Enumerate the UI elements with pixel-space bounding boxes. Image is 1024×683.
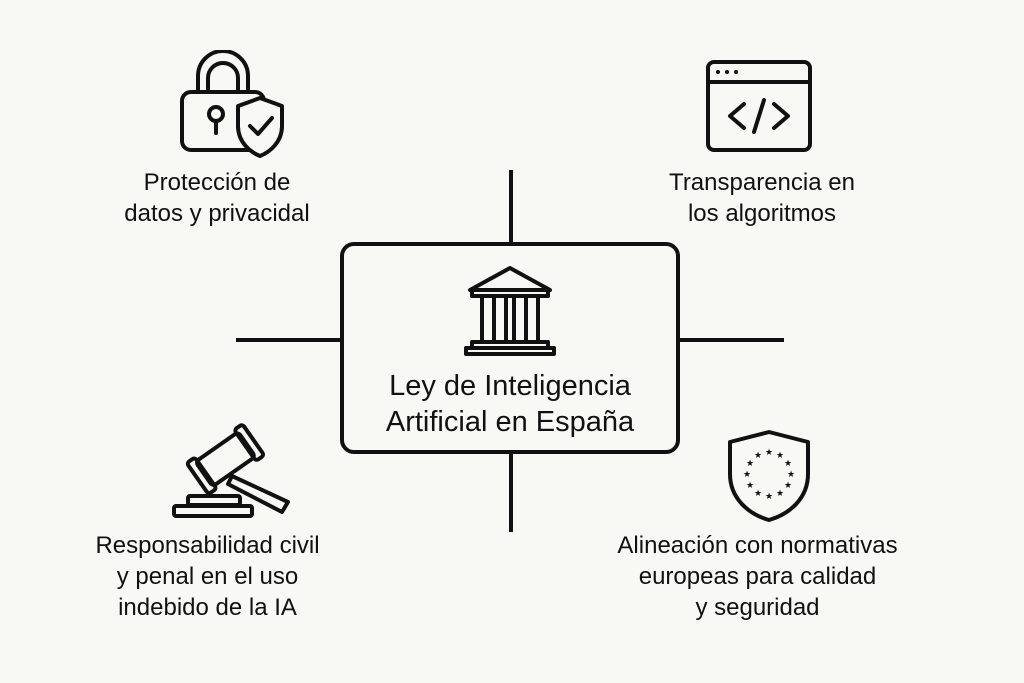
node-liability-line-2: y penal en el uso: [116, 563, 299, 590]
node-data-protection-label: Protección de datos y privacidal: [102, 167, 332, 229]
node-transparency-line-1: Transparencia en: [669, 169, 855, 196]
node-transparency-line-2: los algoritmos: [687, 200, 837, 227]
svg-text:★: ★: [765, 492, 773, 502]
code-window-icon: [704, 58, 814, 156]
center-node-title: Ley de Inteligencia Artificial en España: [340, 368, 680, 440]
node-transparency-label: Transparencia en los algoritmos: [643, 167, 881, 229]
node-eu-alignment-line-3: y seguridad: [695, 594, 820, 621]
node-data-protection-line-1: Protección de: [143, 169, 291, 196]
svg-text:★: ★: [746, 459, 754, 469]
svg-text:★: ★: [754, 489, 762, 499]
connector-left: [236, 338, 342, 342]
lock-shield-icon: [174, 50, 294, 162]
node-liability-label: Responsabilidad civil y penal en el uso …: [70, 530, 345, 623]
node-eu-alignment-line-1: Alineación con normativas: [617, 532, 898, 559]
connector-bottom: [509, 452, 513, 532]
node-liability-line-1: Responsabilidad civil: [95, 532, 320, 559]
node-eu-alignment-line-2: europeas para calidad: [638, 563, 877, 590]
node-data-protection-line-2: datos y privacidal: [124, 200, 310, 227]
svg-text:★: ★: [754, 451, 762, 461]
svg-text:★: ★: [776, 451, 784, 461]
svg-text:★: ★: [765, 448, 773, 458]
svg-text:★: ★: [746, 481, 754, 491]
svg-text:★: ★: [743, 470, 751, 480]
connector-top: [509, 170, 513, 244]
node-liability-line-3: indebido de la IA: [118, 594, 297, 621]
svg-text:★: ★: [776, 489, 784, 499]
eu-shield-icon: ★ ★ ★ ★ ★ ★ ★ ★ ★ ★ ★ ★: [724, 428, 814, 524]
center-title-line-2: Artificial en España: [385, 406, 635, 438]
svg-text:★: ★: [784, 459, 792, 469]
gavel-icon: [166, 418, 302, 524]
svg-text:★: ★: [787, 470, 795, 480]
center-title-line-1: Ley de Inteligencia: [389, 370, 631, 402]
svg-text:★: ★: [784, 481, 792, 491]
node-eu-alignment-label: Alineación con normativas europeas para …: [585, 530, 930, 623]
courthouse-icon: [460, 264, 560, 360]
connector-right: [680, 338, 784, 342]
